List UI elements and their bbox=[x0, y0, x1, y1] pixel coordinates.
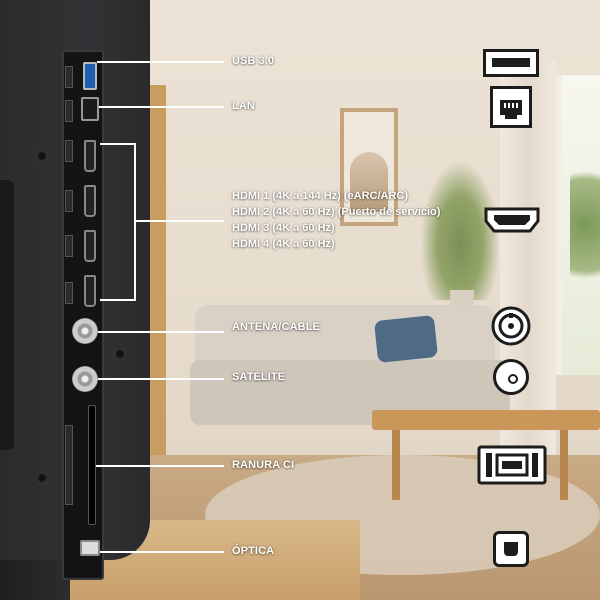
antenna-label: ANTENA/CABLE bbox=[232, 321, 320, 333]
screw-icon bbox=[36, 472, 48, 484]
hdmi-bracket-bottom bbox=[100, 299, 136, 301]
hdmi-2-label: HDMI 2 (4K a 60 Hz) (Puerto de servicio) bbox=[232, 206, 441, 218]
panel-marking bbox=[65, 190, 73, 212]
hdmi-label-group: HDMI 1 (4K a 144 Hz) (eARC/ARC) HDMI 2 (… bbox=[232, 188, 440, 252]
panel-marking bbox=[65, 235, 73, 257]
panel-marking bbox=[65, 100, 73, 122]
tv-side-tab bbox=[0, 180, 14, 450]
coax-icon bbox=[491, 306, 531, 346]
usb-label: USB 3.0 bbox=[232, 55, 275, 67]
ethernet-icon bbox=[490, 86, 532, 128]
optical-label: ÓPTICA bbox=[232, 545, 275, 557]
plant-leaves bbox=[420, 160, 500, 300]
hdmi-2-port[interactable] bbox=[84, 185, 96, 217]
ci-slot-label: RANURA CI bbox=[232, 459, 295, 471]
optical-callout-line bbox=[100, 551, 224, 553]
hdmi-1-label: HDMI 1 (4K a 144 Hz) (eARC/ARC) bbox=[232, 190, 409, 202]
ci-callout-line bbox=[96, 465, 224, 467]
optical-audio-icon bbox=[493, 531, 529, 567]
ci-card-icon bbox=[477, 444, 547, 486]
hdmi-1-port[interactable] bbox=[84, 140, 96, 172]
hdmi-4-port[interactable] bbox=[84, 275, 96, 307]
usb-icon bbox=[483, 49, 539, 77]
satellite-label: SATÉLITE bbox=[232, 371, 286, 383]
table-leg bbox=[560, 430, 568, 500]
ci-slot[interactable] bbox=[88, 405, 96, 525]
lan-port[interactable] bbox=[81, 97, 99, 121]
panel-marking bbox=[65, 425, 73, 505]
panel-marking bbox=[65, 66, 73, 88]
wall-picture bbox=[340, 108, 398, 226]
usb-port[interactable] bbox=[83, 62, 97, 90]
coffee-table bbox=[372, 410, 600, 430]
hdmi-icon bbox=[484, 206, 540, 234]
screw-icon bbox=[114, 348, 126, 360]
table-leg bbox=[392, 430, 400, 500]
screw-icon bbox=[36, 150, 48, 162]
usb-callout-line bbox=[97, 61, 224, 63]
hdmi-3-label: HDMI 3 (4K a 60 Hz) bbox=[232, 222, 335, 234]
door-frame bbox=[146, 85, 166, 465]
satellite-port[interactable] bbox=[72, 366, 98, 392]
antenna-port[interactable] bbox=[72, 318, 98, 344]
hdmi-3-port[interactable] bbox=[84, 230, 96, 262]
hdmi-bracket-vertical bbox=[134, 143, 136, 301]
hdmi-callout-line bbox=[134, 220, 224, 222]
panel-marking bbox=[65, 140, 73, 162]
satellite-connector-icon bbox=[493, 359, 529, 395]
window-foliage bbox=[570, 150, 600, 300]
antenna-callout-line bbox=[98, 331, 224, 333]
panel-marking bbox=[65, 282, 73, 304]
optical-port[interactable] bbox=[80, 540, 100, 556]
hdmi-bracket-top bbox=[100, 143, 136, 145]
lan-callout-line bbox=[99, 106, 224, 108]
lan-label: LAN bbox=[232, 100, 255, 112]
satellite-callout-line bbox=[98, 378, 224, 380]
hdmi-4-label: HDMI 4 (4K a 60 Hz) bbox=[232, 238, 335, 250]
pillow bbox=[373, 314, 439, 364]
picture-art bbox=[350, 152, 388, 212]
